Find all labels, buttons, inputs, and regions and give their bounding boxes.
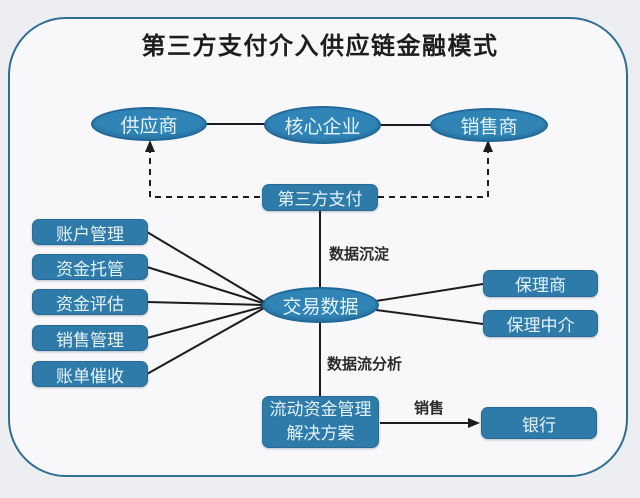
- node-third-party-payment-label: 第三方支付: [277, 190, 363, 209]
- node-core-enterprise-label: 核心企业: [284, 116, 361, 138]
- node-bank-label: 银行: [522, 415, 556, 435]
- node-transaction-data-label: 交易数据: [282, 296, 359, 318]
- node-fund-evaluation-label: 资金评估: [56, 294, 124, 314]
- edge-label-sales: 销售: [414, 400, 445, 417]
- edge-salesmgmt-transaction: [146, 305, 267, 339]
- node-bill-collection-label: 账单催收: [56, 366, 124, 386]
- node-fund-custody: 资金托管: [32, 254, 148, 280]
- node-seller-label: 销售商: [460, 116, 518, 138]
- node-factor: 保理商: [483, 270, 598, 297]
- node-working-capital-solution: 流动资金管理解决方案: [262, 396, 379, 448]
- node-account-management: 账户管理: [32, 219, 148, 245]
- node-sales-management: 销售管理: [32, 325, 148, 351]
- node-account-management-label: 账户管理: [56, 224, 124, 244]
- node-supplier: 供应商: [91, 107, 207, 141]
- arrowhead-right-bank: [468, 418, 480, 428]
- edge-thirdparty-supplier-dashed: [149, 147, 263, 198]
- edge-transaction-factoringagent: [375, 309, 484, 325]
- node-fund-custody-label: 资金托管: [56, 259, 124, 279]
- diagram-title: 第三方支付介入供应链金融模式: [141, 33, 499, 60]
- edge-account-transaction: [146, 231, 267, 304]
- edge-thirdparty-seller-dashed: [377, 147, 489, 198]
- arrowhead-up-supplier: [145, 140, 155, 152]
- node-sales-management-label: 销售管理: [56, 330, 124, 350]
- node-third-party-payment: 第三方支付: [262, 184, 378, 211]
- node-bank: 银行: [481, 407, 597, 439]
- node-bill-collection: 账单催收: [32, 361, 148, 387]
- node-transaction-data: 交易数据: [262, 287, 379, 323]
- node-factoring-agent: 保理中介: [483, 310, 598, 337]
- node-fund-evaluation: 资金评估: [32, 289, 148, 315]
- arrowhead-up-seller: [483, 140, 493, 152]
- edge-evaluation-transaction: [146, 301, 267, 306]
- edge-billcollect-transaction: [146, 306, 267, 375]
- node-factoring-agent-label: 保理中介: [506, 316, 575, 335]
- edge-transaction-factor: [375, 283, 484, 302]
- edge-custody-transaction: [146, 266, 267, 305]
- node-supplier-label: 供应商: [120, 115, 178, 137]
- edge-label-data-deposit: 数据沉淀: [329, 246, 390, 263]
- edge-label-data-flow-analysis: 数据流分析: [327, 356, 403, 373]
- node-working-capital-solution-label: 流动资金管理解决方案: [269, 400, 372, 443]
- node-core-enterprise: 核心企业: [264, 106, 381, 144]
- node-seller: 销售商: [430, 108, 548, 142]
- node-factor-label: 保理商: [515, 276, 566, 295]
